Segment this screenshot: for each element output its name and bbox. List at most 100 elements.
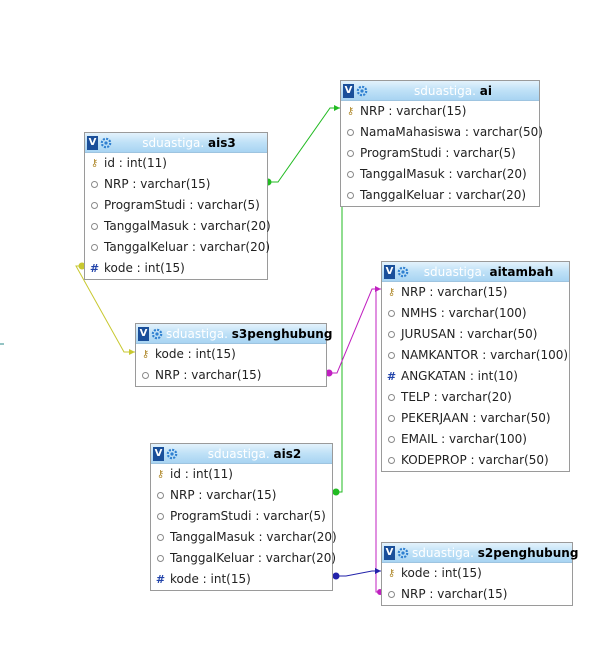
table-header[interactable]: V sduastiga. s3penghubung — [136, 324, 333, 344]
table-title: sduastiga. aitambah — [423, 265, 554, 279]
gear-icon[interactable] — [100, 137, 112, 149]
field-icon — [386, 408, 397, 429]
link-ais2-s2p — [333, 570, 381, 577]
column-label: NRP : varchar(15) — [104, 177, 211, 191]
gear-icon[interactable] — [151, 328, 163, 340]
column-row[interactable]: ⚷NRP : varchar(15) — [382, 282, 569, 303]
column-row[interactable]: ProgramStudi : varchar(5) — [151, 506, 332, 527]
column-row[interactable]: ProgramStudi : varchar(5) — [85, 195, 267, 216]
field-icon — [89, 216, 100, 237]
column-label: TanggalMasuk : varchar(20) — [360, 167, 527, 181]
column-row[interactable]: TELP : varchar(20) — [382, 387, 569, 408]
key-icon: ⚷ — [141, 349, 150, 360]
column-row[interactable]: NAMKANTOR : varchar(100) — [382, 345, 569, 366]
field-icon — [386, 450, 397, 471]
column-row[interactable]: ProgramStudi : varchar(5) — [341, 143, 539, 164]
gear-icon[interactable] — [166, 448, 178, 460]
column-label: kode : int(15) — [104, 261, 185, 275]
key-icon: ⚷ — [346, 106, 355, 117]
column-row[interactable]: NRP : varchar(15) — [136, 365, 326, 386]
column-label: NRP : varchar(15) — [170, 488, 277, 502]
field-icon — [386, 429, 397, 450]
field-icon — [155, 506, 166, 527]
key-icon: ⚷ — [156, 469, 165, 480]
column-row[interactable]: NRP : varchar(15) — [382, 584, 572, 605]
table-s3penghubung[interactable]: V sduastiga. s3penghubung ⚷ kode : int(15… — [135, 323, 333, 387]
column-label: EMAIL : varchar(100) — [401, 432, 527, 446]
column-row[interactable]: ⚷ kode : int(15) — [382, 563, 572, 584]
column-row[interactable]: NMHS : varchar(100) — [382, 303, 569, 324]
table-title: sduastiga. ais2 — [207, 447, 302, 461]
column-row[interactable]: #kode : int(15) — [85, 258, 267, 279]
field-icon — [345, 122, 356, 143]
field-icon — [140, 365, 151, 386]
column-label: kode : int(15) — [155, 347, 236, 361]
field-icon — [386, 387, 397, 408]
table-header[interactable]: V sduastiga. s2penghubung — [382, 543, 578, 563]
table-ais3[interactable]: V sduastiga. ais3 ⚷id : int(11) NRP : var… — [84, 132, 271, 280]
table-title: sduastiga. s3penghubung — [166, 327, 333, 341]
table-ais2[interactable]: V sduastiga. ais2 ⚷ id : int(11) NRP : var… — [150, 443, 337, 591]
column-row[interactable]: PEKERJAAN : varchar(50) — [382, 408, 569, 429]
link-dot — [332, 572, 340, 580]
collapse-icon[interactable]: V — [343, 84, 354, 98]
column-label: NRP : varchar(15) — [401, 285, 508, 299]
column-label: NRP : varchar(15) — [401, 587, 508, 601]
column-row[interactable]: EMAIL : varchar(100) — [382, 429, 569, 450]
collapse-icon[interactable]: V — [87, 136, 98, 150]
column-list: ⚷NRP : varchar(15) NMHS : varchar(100) JUR… — [382, 282, 569, 471]
key-icon: ⚷ — [387, 568, 396, 579]
column-row[interactable]: ⚷id : int(11) — [85, 153, 267, 174]
column-list: ⚷ id : int(11) NRP : varchar(15) ProgramStu… — [151, 464, 337, 590]
table-ai[interactable]: V sduastiga. ai ⚷NRP : varchar(15) NamaMa… — [340, 80, 543, 207]
column-row[interactable]: JURUSAN : varchar(50) — [382, 324, 569, 345]
column-label: kode : int(15) — [401, 566, 482, 580]
column-row[interactable]: TanggalKeluar : varchar(20) — [341, 185, 539, 206]
column-row[interactable]: TanggalMasuk : varchar(20) — [341, 164, 539, 185]
column-row[interactable]: TanggalKeluar : varchar(20) — [151, 548, 336, 569]
column-row[interactable]: ⚷ id : int(11) — [151, 464, 332, 485]
column-row[interactable]: NRP : varchar(15) — [151, 485, 332, 506]
table-header[interactable]: V sduastiga. ais3 — [85, 133, 267, 153]
table-header[interactable]: V sduastiga. aitambah — [382, 262, 569, 282]
column-row[interactable]: NRP : varchar(15) — [85, 174, 267, 195]
collapse-icon[interactable]: V — [153, 447, 164, 461]
table-s2penghubung[interactable]: V sduastiga. s2penghubung ⚷ kode : int(15… — [381, 542, 578, 606]
table-header[interactable]: V sduastiga. ais2 — [151, 444, 332, 464]
collapse-icon[interactable]: V — [384, 546, 395, 560]
table-aitambah[interactable]: V sduastiga. aitambah ⚷NRP : varchar(15)… — [381, 261, 570, 472]
gear-icon[interactable] — [397, 547, 409, 559]
column-row[interactable]: TanggalKeluar : varchar(20) — [85, 237, 271, 258]
column-label: JURUSAN : varchar(50) — [401, 327, 538, 341]
gear-icon[interactable] — [397, 266, 409, 278]
column-row[interactable]: NamaMahasiswa : varchar(50) — [341, 122, 543, 143]
column-label: TanggalKeluar : varchar(20) — [104, 240, 271, 254]
collapse-icon[interactable]: V — [384, 265, 395, 279]
column-label: NamaMahasiswa : varchar(50) — [360, 125, 543, 139]
column-list: ⚷id : int(11) NRP : varchar(15) ProgramStu… — [85, 153, 271, 279]
column-label: NMHS : varchar(100) — [401, 306, 527, 320]
column-label: TanggalKeluar : varchar(20) — [170, 551, 337, 565]
index-icon: # — [155, 573, 166, 586]
column-row[interactable]: TanggalMasuk : varchar(20) — [85, 216, 271, 237]
column-row[interactable]: ⚷NRP : varchar(15) — [341, 101, 539, 122]
column-row[interactable]: TanggalMasuk : varchar(20) — [151, 527, 337, 548]
field-icon — [155, 527, 166, 548]
column-label: id : int(11) — [170, 467, 233, 481]
column-label: ProgramStudi : varchar(5) — [170, 509, 326, 523]
field-icon — [345, 164, 356, 185]
gear-icon[interactable] — [356, 85, 368, 97]
field-icon — [345, 185, 356, 206]
collapse-icon[interactable]: V — [138, 327, 149, 341]
column-list: ⚷ kode : int(15) NRP : varchar(15) — [382, 563, 572, 605]
field-icon — [155, 548, 166, 569]
link-dot — [78, 262, 86, 270]
table-title: sduastiga. ais3 — [142, 136, 236, 150]
column-row[interactable]: #ANGKATAN : int(10) — [382, 366, 569, 387]
column-row[interactable]: KODEPROP : varchar(50) — [382, 450, 569, 471]
column-label: kode : int(15) — [170, 572, 251, 586]
column-row[interactable]: # kode : int(15) — [151, 569, 332, 590]
column-row[interactable]: ⚷ kode : int(15) — [136, 344, 326, 365]
column-label: PEKERJAAN : varchar(50) — [401, 411, 551, 425]
table-header[interactable]: V sduastiga. ai — [341, 81, 539, 101]
